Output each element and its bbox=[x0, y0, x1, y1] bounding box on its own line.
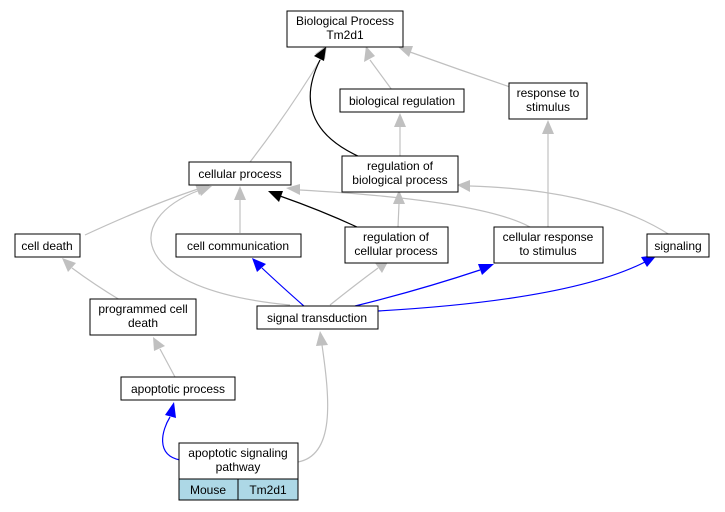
arrowhead-gray bbox=[542, 120, 554, 134]
edge-cell-death-to-cellular-process bbox=[84, 188, 199, 236]
node-biological-regulation[interactable]: biological regulation bbox=[339, 88, 465, 113]
node-apoptotic-signaling-pathway[interactable]: apoptotic signaling pathway bbox=[178, 442, 299, 480]
node-cellular-response-to-stimulus[interactable]: cellular response to stimulus bbox=[493, 226, 604, 264]
edge-signal-transduction-to-signaling bbox=[377, 261, 646, 312]
node-biological-process-root[interactable]: Biological Process Tm2d1 bbox=[286, 10, 404, 48]
node-label-line: death bbox=[128, 316, 158, 330]
edge-signal-transduction-to-regulation-cellular bbox=[329, 267, 379, 306]
node-label-line: apoptotic process bbox=[131, 382, 225, 396]
arrowhead-black bbox=[268, 191, 283, 202]
edge-regulation-cellular-to-cellular-process-regulates bbox=[279, 195, 358, 228]
edge-signal-transduction-to-cellular-response bbox=[354, 269, 481, 307]
arrowhead-gray bbox=[397, 46, 413, 57]
arrowhead-black bbox=[314, 47, 326, 61]
edge-regulation-biological-to-root-regulates bbox=[309, 59, 361, 158]
edge-response-to-stimulus-to-root bbox=[409, 51, 511, 88]
node-response-to-stimulus[interactable]: response to stimulus bbox=[508, 82, 588, 120]
node-label-line: biological regulation bbox=[349, 94, 455, 108]
node-cell-communication[interactable]: cell communication bbox=[175, 233, 302, 258]
edge-biological-regulation-to-root bbox=[369, 59, 393, 91]
node-label-line: apoptotic signaling bbox=[188, 446, 287, 460]
node-label-line: regulation of bbox=[367, 159, 434, 173]
nodes: Biological Process Tm2d1 biological regu… bbox=[14, 10, 710, 501]
node-signal-transduction[interactable]: signal transduction bbox=[256, 305, 379, 330]
gene-table: Mouse Tm2d1 bbox=[178, 478, 299, 501]
node-label-line: cell communication bbox=[187, 239, 289, 253]
arrowhead-gray bbox=[286, 184, 300, 195]
arrowhead-blue bbox=[165, 402, 176, 418]
edge-apoptotic-signaling-to-signal-transduction bbox=[297, 344, 329, 463]
node-label-line: stimulus bbox=[526, 100, 570, 114]
node-label-line: to stimulus bbox=[519, 244, 576, 258]
node-programmed-cell-death[interactable]: programmed cell death bbox=[89, 298, 197, 336]
edge-regulation-cellular-to-regulation-biological bbox=[397, 203, 400, 228]
edge-apoptotic-signaling-to-apoptotic-process bbox=[162, 416, 181, 461]
arrowhead-gray bbox=[234, 186, 246, 200]
node-label-line: signal transduction bbox=[267, 311, 367, 325]
node-label-line: pathway bbox=[216, 460, 261, 474]
arrowhead-blue bbox=[641, 255, 657, 267]
node-label-line: response to bbox=[517, 86, 580, 100]
arrowhead-gray bbox=[457, 180, 470, 192]
arrowhead-gray bbox=[197, 185, 212, 196]
node-regulation-of-cellular-process[interactable]: regulation of cellular process bbox=[344, 226, 449, 264]
node-label-line: Biological Process bbox=[296, 14, 394, 28]
node-signaling[interactable]: signaling bbox=[646, 233, 710, 258]
edge-signaling-to-regulation-biological bbox=[469, 185, 671, 236]
edge-cellular-process-to-root bbox=[249, 56, 323, 163]
arrowhead-gray bbox=[364, 46, 375, 62]
edges bbox=[62, 45, 671, 463]
node-apoptotic-process[interactable]: apoptotic process bbox=[120, 376, 236, 401]
edge-signal-transduction-to-cell-communication bbox=[261, 267, 306, 308]
node-label-line: cellular response bbox=[503, 230, 594, 244]
gene-table-gene: Tm2d1 bbox=[249, 483, 287, 497]
node-label-line: Tm2d1 bbox=[326, 28, 364, 42]
node-label-line: cellular process bbox=[354, 244, 437, 258]
edge-signal-transduction-to-cellular-process bbox=[150, 189, 291, 306]
arrowhead-gray bbox=[62, 258, 76, 272]
edge-programmed-cell-death-to-cell-death bbox=[71, 267, 121, 301]
gene-table-gene-cell bbox=[237, 478, 299, 501]
arrowhead-gray bbox=[393, 190, 405, 204]
edge-apoptotic-process-to-programmed-cell-death bbox=[159, 348, 176, 378]
arrowhead-gray bbox=[394, 113, 406, 127]
arrowhead-blue bbox=[252, 258, 266, 272]
node-label-line: biological process bbox=[352, 173, 447, 187]
node-label-line: programmed cell bbox=[98, 302, 187, 316]
arrowhead-gray bbox=[153, 337, 165, 351]
node-regulation-of-biological-process[interactable]: regulation of biological process bbox=[341, 155, 459, 193]
arrowhead-gray bbox=[316, 331, 328, 346]
node-label-line: cell death bbox=[21, 239, 72, 253]
edge-cellular-response-to-cellular-process bbox=[299, 189, 531, 228]
node-cellular-process[interactable]: cellular process bbox=[188, 161, 292, 186]
node-cell-death[interactable]: cell death bbox=[14, 233, 81, 258]
gene-table-organism: Mouse bbox=[190, 483, 226, 497]
arrowhead-blue bbox=[478, 264, 494, 275]
node-label-line: signaling bbox=[654, 239, 701, 253]
node-label-line: cellular process bbox=[198, 167, 281, 181]
node-label-line: regulation of bbox=[363, 230, 430, 244]
